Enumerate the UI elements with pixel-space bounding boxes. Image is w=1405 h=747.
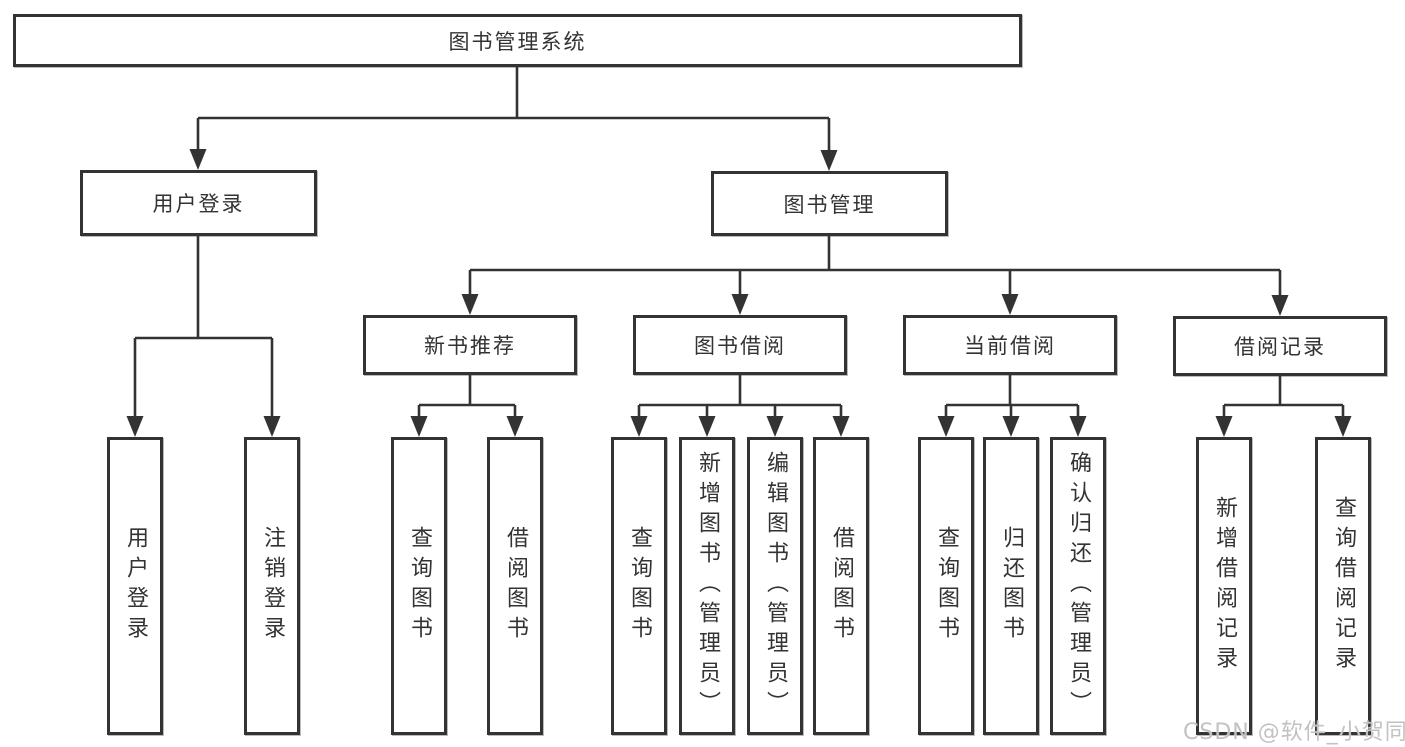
leaf-cb-confirm-return-admin: 确认归还（管理员） (1050, 437, 1106, 735)
leaf-br-add-borrow-record: 新增借阅记录 (1196, 437, 1252, 735)
node-label: 图书管理 (783, 192, 876, 217)
arrow-down-icon (630, 416, 648, 437)
leaf-label: 查询借阅记录 (1331, 496, 1356, 676)
leaf-logout: 注销登录 (244, 437, 300, 735)
arrow-down-icon (937, 416, 955, 437)
node-label: 用户登录 (152, 192, 245, 216)
arrow-down-icon (766, 416, 784, 437)
node-current-borrow: 当前借阅 (903, 315, 1117, 375)
leaf-user-login: 用户登录 (107, 437, 163, 735)
arrow-down-icon (189, 149, 207, 170)
arrow-down-icon (731, 294, 749, 315)
node-borrow-records: 借阅记录 (1173, 316, 1387, 376)
arrow-down-icon (820, 150, 838, 171)
arrow-down-icon (461, 294, 479, 315)
arrow-down-icon (698, 416, 716, 437)
arrow-down-icon (832, 416, 850, 437)
leaf-nbr-borrow-books: 借阅图书 (487, 437, 543, 735)
watermark: CSDN @软件_小贺同学 (1183, 720, 1405, 745)
node-new-book-recommend: 新书推荐 (363, 315, 577, 375)
leaf-label: 编辑图书（管理员） (763, 451, 788, 721)
node-label: 新书推荐 (424, 334, 516, 358)
leaf-bb-borrow-books: 借阅图书 (813, 437, 869, 735)
arrow-down-icons (126, 149, 1352, 437)
leaf-label: 新增图书（管理员） (695, 451, 720, 721)
node-book-borrow: 图书借阅 (633, 315, 847, 375)
node-label: 图书管理系统 (448, 29, 587, 54)
arrow-down-icon (1271, 295, 1289, 316)
leaf-label: 查询图书 (407, 526, 432, 646)
leaf-label: 查询图书 (627, 526, 652, 646)
leaf-label: 归还图书 (999, 526, 1024, 646)
leaf-bb-add-books-admin: 新增图书（管理员） (679, 437, 735, 735)
leaf-label: 借阅图书 (503, 526, 528, 646)
leaf-bb-query-books: 查询图书 (611, 437, 667, 735)
node-library-system: 图书管理系统 (13, 14, 1022, 67)
leaf-label: 注销登录 (260, 526, 285, 646)
arrow-down-icon (1002, 416, 1020, 437)
leaf-label: 借阅图书 (829, 526, 854, 646)
leaf-cb-query-books: 查询图书 (918, 437, 974, 735)
node-label: 借阅记录 (1234, 335, 1326, 359)
node-user-login: 用户登录 (80, 170, 317, 236)
leaf-label: 新增借阅记录 (1212, 496, 1237, 676)
leaf-label: 确认归还（管理员） (1066, 451, 1091, 721)
arrow-down-icon (410, 416, 428, 437)
tree-edges (133, 67, 1345, 420)
arrow-down-icon (1215, 416, 1233, 437)
arrow-down-icon (506, 416, 524, 437)
leaf-br-query-borrow-record: 查询借阅记录 (1315, 437, 1371, 735)
leaf-nbr-query-books: 查询图书 (391, 437, 447, 735)
arrow-down-icon (263, 416, 281, 437)
node-book-management: 图书管理 (711, 171, 948, 236)
arrow-down-icon (1001, 294, 1019, 315)
arrow-down-icon (1069, 416, 1087, 437)
leaf-bb-edit-books-admin: 编辑图书（管理员） (747, 437, 803, 735)
leaf-label: 查询图书 (934, 526, 959, 646)
node-label: 当前借阅 (964, 334, 1056, 358)
arrow-down-icon (126, 416, 144, 437)
arrow-down-icon (1334, 416, 1352, 437)
leaf-cb-return-books: 归还图书 (983, 437, 1039, 735)
node-label: 图书借阅 (694, 334, 786, 358)
leaf-label: 用户登录 (123, 526, 148, 646)
